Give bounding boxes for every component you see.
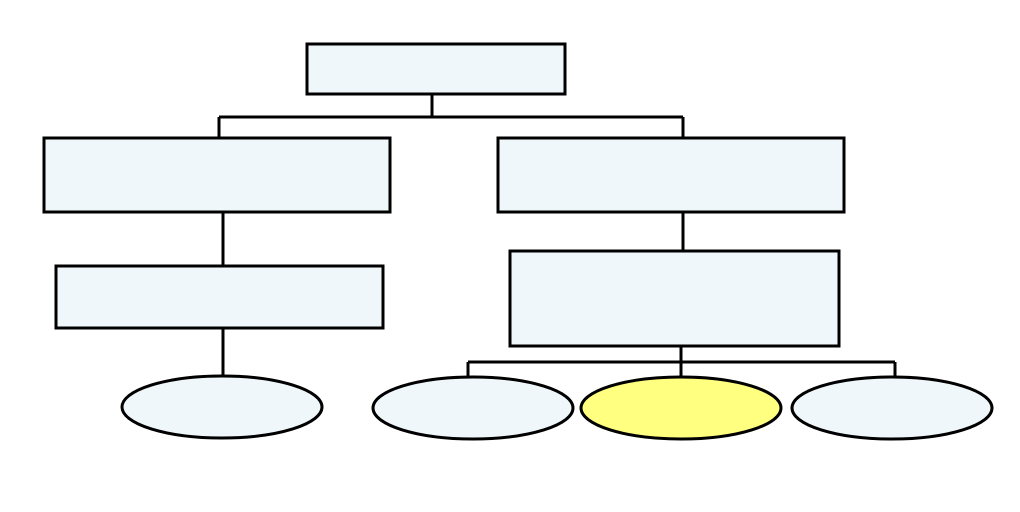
node-right-branch[interactable] bbox=[496, 136, 846, 214]
connectors bbox=[217, 94, 897, 378]
leaf-left-shape[interactable] bbox=[120, 374, 324, 440]
node-right-branch-box[interactable] bbox=[496, 136, 846, 214]
leaf-mid-left-shape[interactable] bbox=[371, 375, 575, 441]
connector-right-child-leaves bbox=[466, 346, 897, 378]
node-right-child-box[interactable] bbox=[508, 249, 841, 348]
node-root[interactable] bbox=[305, 42, 567, 96]
node-left-child-box[interactable] bbox=[54, 264, 385, 330]
node-left-branch-box[interactable] bbox=[42, 136, 392, 214]
leaf-mid-left[interactable] bbox=[371, 375, 575, 441]
leaf-right-shape[interactable] bbox=[790, 375, 994, 441]
connector-root-branches bbox=[217, 94, 685, 138]
leaf-left[interactable] bbox=[120, 374, 324, 440]
node-root-box[interactable] bbox=[305, 42, 567, 96]
leaf-highlighted[interactable] bbox=[579, 375, 783, 441]
node-left-branch[interactable] bbox=[42, 136, 392, 214]
node-left-child[interactable] bbox=[54, 264, 385, 330]
leaf-highlighted-shape[interactable] bbox=[579, 375, 783, 441]
node-right-child[interactable] bbox=[508, 249, 841, 348]
leaf-right[interactable] bbox=[790, 375, 994, 441]
